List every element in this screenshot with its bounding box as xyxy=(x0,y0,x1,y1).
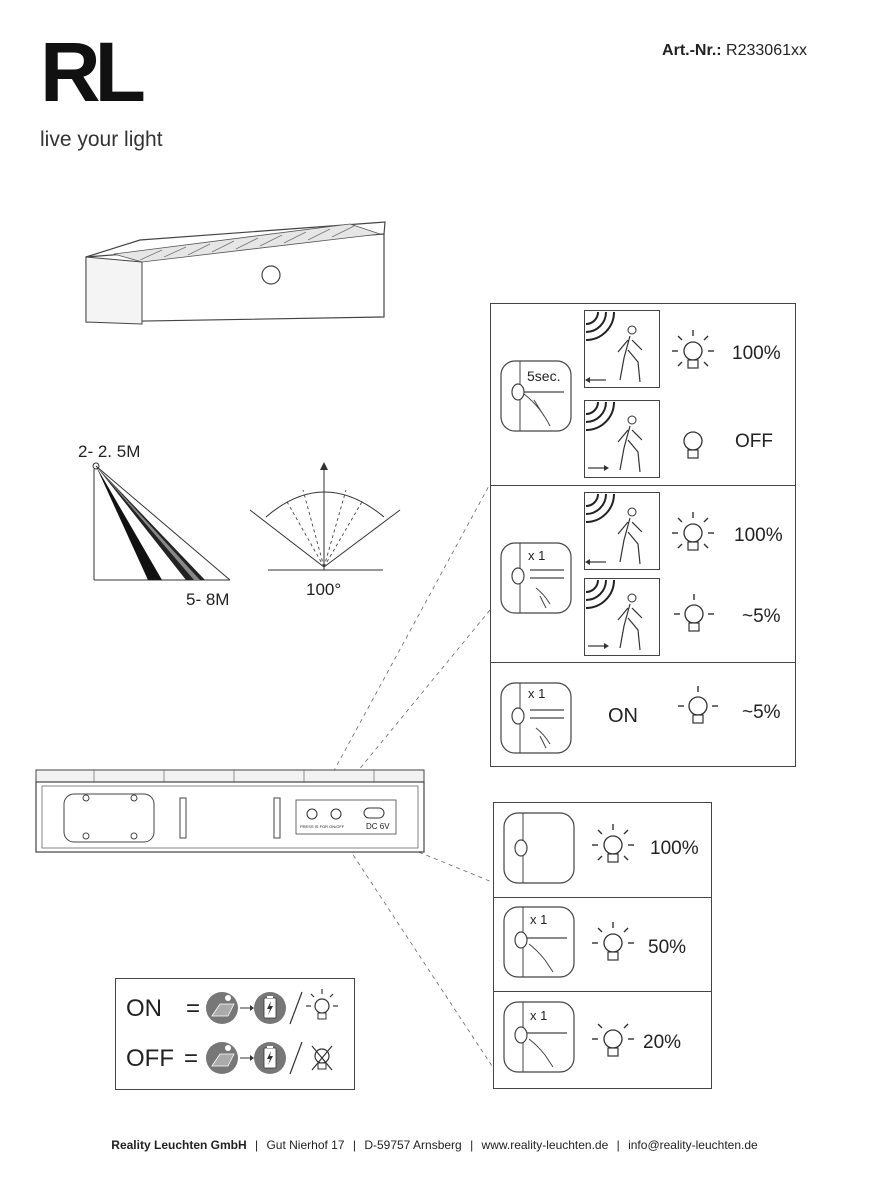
legend-icons xyxy=(206,989,338,1075)
button-press-once-icon xyxy=(500,542,572,614)
level-row1-off: OFF xyxy=(735,431,773,452)
brightness-level-50: 50% xyxy=(648,937,687,958)
sensor-angle-diagram xyxy=(249,462,401,571)
sensor-angle-label: 100° xyxy=(306,580,342,599)
bulb-half-icon xyxy=(592,922,634,961)
bulb-full-icon xyxy=(592,824,634,863)
button-idle-icon xyxy=(503,812,575,884)
motion-leaving-icon-2 xyxy=(584,578,660,656)
footer-company: Reality Leuchten GmbH xyxy=(111,1138,247,1152)
legend-off-label: OFF xyxy=(126,1045,174,1072)
footer-email-link[interactable]: info@reality-leuchten.de xyxy=(628,1138,758,1152)
motion-leaving-icon xyxy=(584,400,660,478)
footer-web-link[interactable]: www.reality-leuchten.de xyxy=(481,1138,609,1152)
bulb-dim-icon-2 xyxy=(678,686,718,724)
lamp-illustration xyxy=(85,221,386,325)
motion-detected-icon-2 xyxy=(584,492,660,570)
level-row2-on: 100% xyxy=(734,525,783,546)
button-press-once-icon-3 xyxy=(503,906,575,978)
sensor-height-label: 2- 2. 5M xyxy=(78,442,141,461)
legend-on-label: ON xyxy=(126,995,162,1022)
brightness-level-20: 20% xyxy=(643,1032,682,1053)
footer-sep-4: | xyxy=(616,1138,620,1152)
footer-sep-2: | xyxy=(352,1138,356,1152)
footer-address: Gut Nierhof 17 xyxy=(266,1138,345,1152)
footer: Reality Leuchten GmbH | Gut Nierhof 17 |… xyxy=(0,1138,869,1152)
button-press-once-icon-4 xyxy=(503,1001,575,1073)
device-press-label: PRESS IS FOR ON/OFF xyxy=(300,824,345,829)
bulb-on-icon xyxy=(672,330,714,369)
logo-mark: RL xyxy=(40,25,146,119)
bulb-off-crossed-icon xyxy=(311,1045,333,1071)
article-number-label: Art.-Nr.: xyxy=(662,42,722,59)
footer-sep-1: | xyxy=(255,1138,259,1152)
button-label-5sec: 5sec. xyxy=(527,368,561,384)
button-press-once-icon-2 xyxy=(500,682,572,754)
bulb-off-icon xyxy=(683,431,703,459)
level-row3-dim: ~5% xyxy=(742,702,781,723)
button-label-x1-c: x 1 xyxy=(530,912,548,927)
brightness-level-100: 100% xyxy=(650,838,699,859)
solar-panel-icon-2 xyxy=(206,1042,238,1074)
legend-off-equals: = xyxy=(184,1045,199,1072)
legend-box: ON = OFF = xyxy=(115,978,355,1090)
button-label-x1-d: x 1 xyxy=(530,1008,548,1023)
bulb-on-icon-2 xyxy=(672,512,714,551)
device-back-view xyxy=(35,769,425,853)
button-label-x1-b: x 1 xyxy=(528,686,546,701)
bulb-low-icon xyxy=(592,1023,634,1057)
battery-icon-2 xyxy=(254,1042,286,1074)
footer-sep-3: | xyxy=(470,1138,474,1152)
sensor-distance-label: 5- 8M xyxy=(186,590,230,609)
button-press-5sec-icon xyxy=(500,360,572,432)
article-number-value: R233061xx xyxy=(726,42,807,59)
motion-detected-icon xyxy=(584,310,660,388)
level-row2-dim: ~5% xyxy=(742,606,781,627)
legend-on-equals: = xyxy=(186,995,201,1022)
sensor-range-diagram xyxy=(92,462,231,581)
footer-city: D-59757 Arnsberg xyxy=(364,1138,462,1152)
battery-icon xyxy=(254,992,286,1024)
button-label-x1-a: x 1 xyxy=(528,548,546,563)
mode-on-label: ON xyxy=(608,705,638,727)
article-number: Art.-Nr.: R233061xx xyxy=(662,42,807,60)
logo-tagline: live your light xyxy=(40,128,163,151)
level-row1-on: 100% xyxy=(732,343,781,364)
device-dc-label: DC 6V xyxy=(366,822,390,831)
solar-panel-icon xyxy=(206,992,238,1024)
bulb-on-legend-icon xyxy=(306,989,338,1020)
bulb-dim-icon xyxy=(674,594,714,632)
